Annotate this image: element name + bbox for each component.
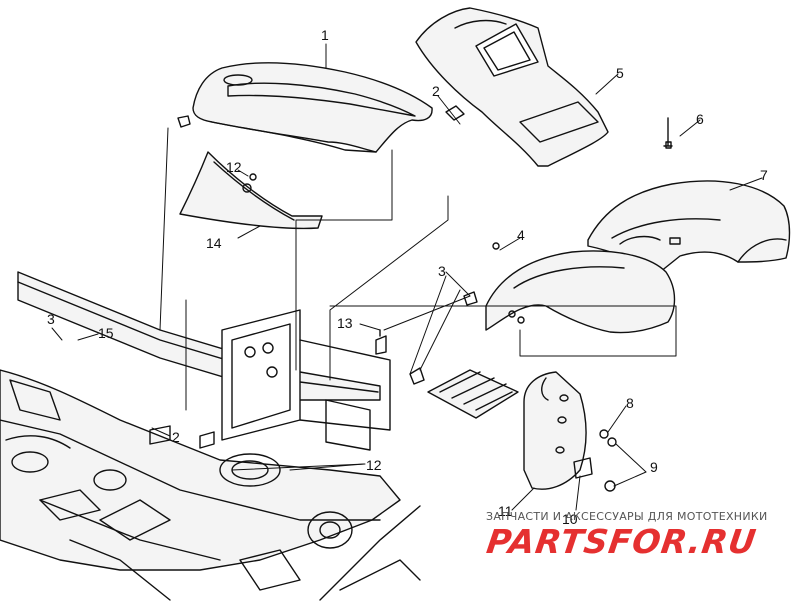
callout-3-left: 3 <box>47 311 55 327</box>
callout-14: 14 <box>206 235 222 251</box>
part-hardware <box>375 117 673 492</box>
part-frame <box>0 271 421 601</box>
callout-4: 4 <box>517 227 525 243</box>
callout-2-lower: 2 <box>172 429 180 445</box>
callout-9: 9 <box>650 459 658 475</box>
leader-lines <box>51 43 763 511</box>
callout-2-upper: 2 <box>432 83 440 99</box>
part-front-cover <box>177 62 433 153</box>
part-footrest <box>409 367 519 419</box>
callout-3-right: 3 <box>438 263 446 279</box>
callout-7: 7 <box>760 167 768 183</box>
callout-12-upper: 12 <box>226 159 242 175</box>
callout-11: 11 <box>498 503 513 519</box>
callout-12-lower: 12 <box>366 457 382 473</box>
watermark-logo: PARTSFOR.RU <box>484 522 760 561</box>
callout-15: 15 <box>98 325 114 341</box>
callout-13: 13 <box>337 315 353 331</box>
callout-1: 1 <box>321 27 329 43</box>
callout-8: 8 <box>626 395 634 411</box>
callout-6: 6 <box>696 111 704 127</box>
callout-5: 5 <box>616 65 624 81</box>
part-console <box>415 7 609 167</box>
watermark-tagline: ЗАПЧАСТИ И АКСЕССУАРЫ ДЛЯ МОТОТЕХНИКИ <box>486 510 768 523</box>
part-lower-panel <box>179 151 323 230</box>
callout-10: 10 <box>562 511 578 527</box>
part-mud-flap <box>523 371 587 490</box>
assembly-lines <box>159 127 677 411</box>
